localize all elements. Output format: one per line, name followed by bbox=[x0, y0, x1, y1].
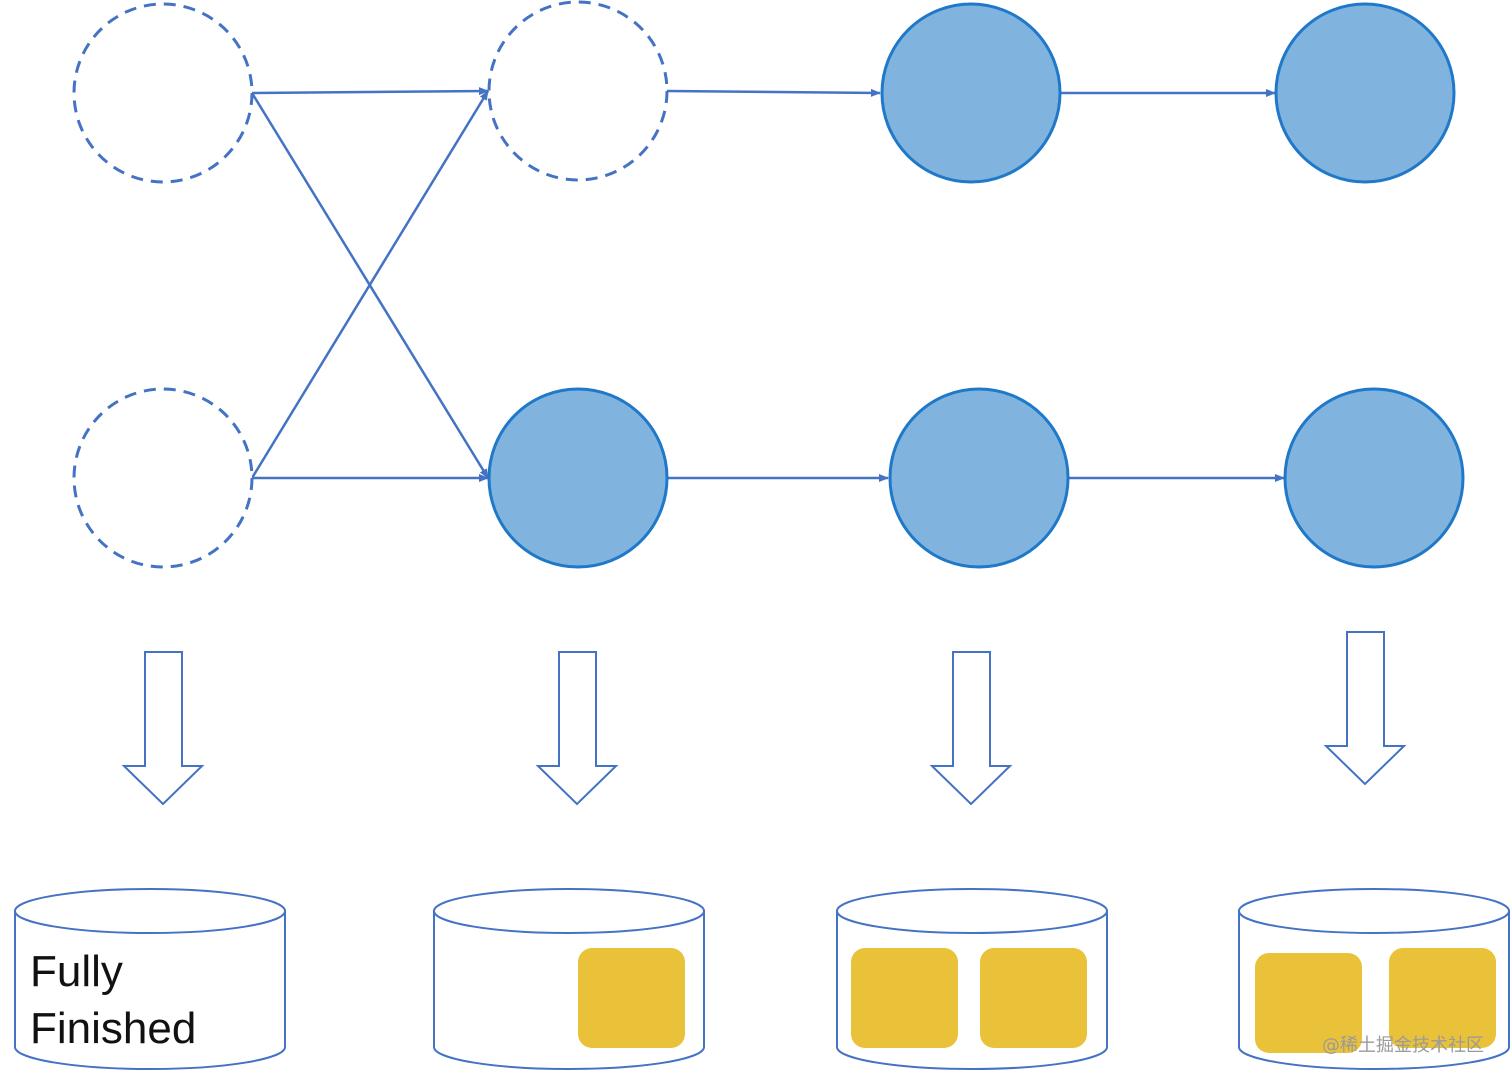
store-1: Fully Finished bbox=[14, 888, 286, 1070]
node-solid-top-3 bbox=[880, 2, 1062, 184]
down-arrows bbox=[121, 631, 1407, 806]
node-solid-bottom-4 bbox=[1283, 387, 1465, 569]
data-block bbox=[578, 948, 685, 1048]
node-solid-bottom-2 bbox=[487, 387, 669, 569]
store-label-line-1: Fully bbox=[30, 947, 123, 996]
edges bbox=[250, 87, 1285, 482]
database-top bbox=[14, 888, 286, 934]
down-arrow-1 bbox=[121, 651, 205, 806]
node-solid-top-4 bbox=[1274, 2, 1456, 184]
store-2 bbox=[433, 888, 705, 1070]
nodes bbox=[72, 0, 1465, 569]
data-block bbox=[980, 948, 1087, 1048]
database-icon bbox=[14, 910, 286, 1070]
data-block bbox=[851, 948, 958, 1048]
down-arrow-4 bbox=[1323, 631, 1407, 786]
watermark: @稀土掘金技术社区 bbox=[1322, 1035, 1484, 1056]
database-top bbox=[836, 888, 1108, 934]
store-label: Fully Finished bbox=[30, 947, 196, 1053]
store-3 bbox=[836, 888, 1108, 1070]
database-top bbox=[433, 888, 705, 934]
node-solid-bottom-3 bbox=[888, 387, 1070, 569]
data-block bbox=[1255, 953, 1362, 1053]
edge-b1-c1 bbox=[666, 88, 881, 97]
edge-a1-b1 bbox=[251, 87, 489, 96]
database-top bbox=[1238, 888, 1510, 934]
edge-a2-b1 bbox=[250, 90, 490, 479]
data-block bbox=[1389, 948, 1496, 1048]
down-arrow-2 bbox=[535, 651, 619, 806]
store-label-line-2: Finished bbox=[30, 1004, 196, 1053]
down-arrow-3 bbox=[929, 651, 1013, 806]
node-dashed-bottom-1 bbox=[72, 387, 254, 569]
node-dashed-top-1 bbox=[72, 2, 254, 184]
store-4 bbox=[1238, 888, 1510, 1070]
node-dashed-top-2 bbox=[487, 0, 669, 182]
